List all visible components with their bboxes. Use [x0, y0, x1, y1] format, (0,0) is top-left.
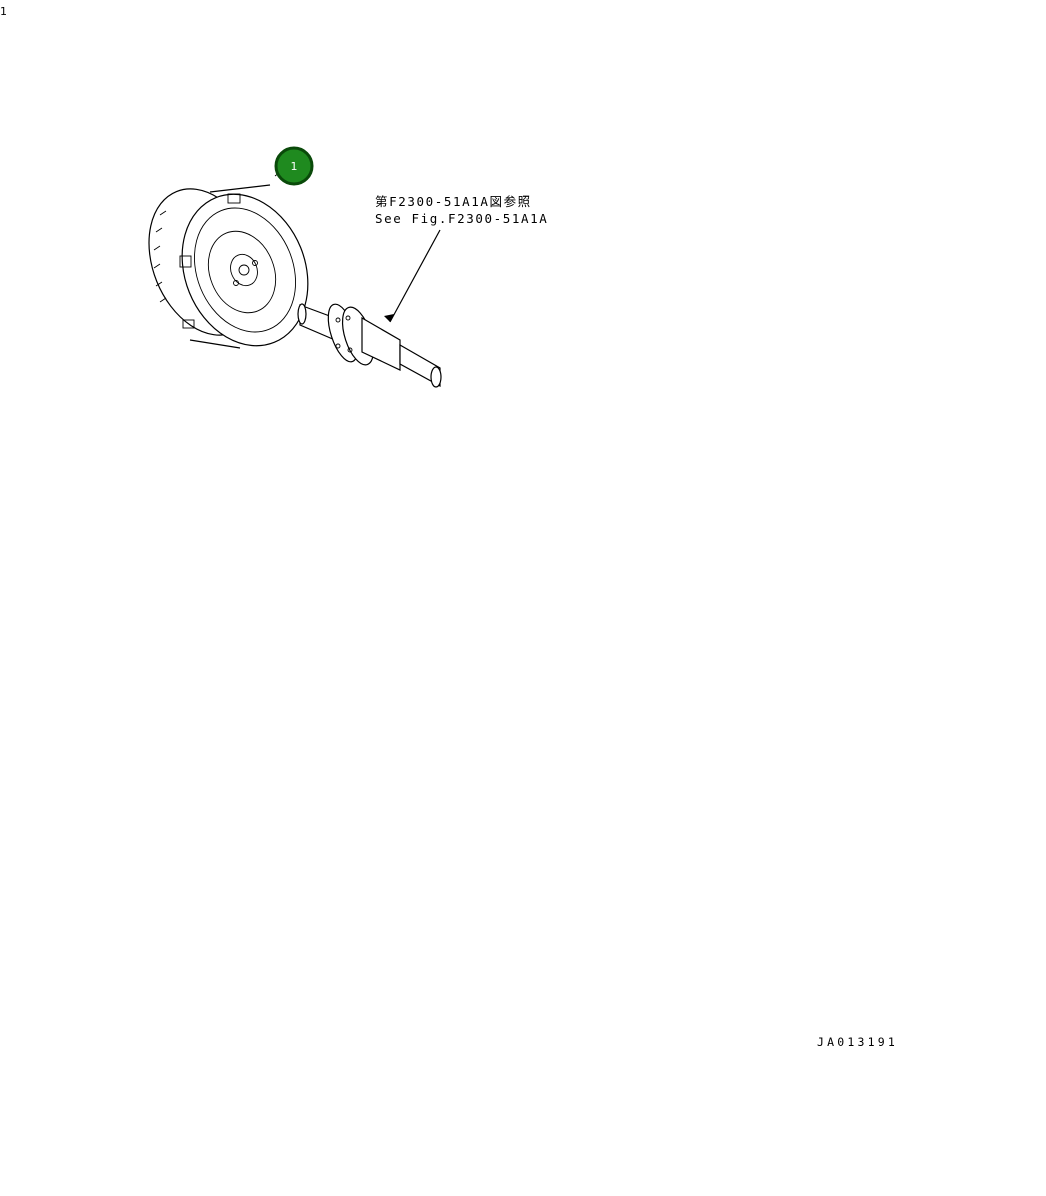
- drawing-id: JA013191: [817, 1035, 898, 1049]
- callout-badge-1-upper[interactable]: 1: [274, 146, 314, 186]
- reference-note: 第F2300-51A1A図参照 See Fig.F2300-51A1A: [375, 193, 548, 227]
- output-shaft[interactable]: [297, 301, 442, 388]
- reference-note-en: See Fig.F2300-51A1A: [375, 211, 549, 226]
- callout-badge-1-center[interactable]: 1: [0, 5, 7, 18]
- reference-note-jp: 第F2300-51A1A図参照: [375, 194, 532, 209]
- clutch-drum-assembly[interactable]: [128, 172, 330, 365]
- svg-text:1: 1: [291, 160, 298, 173]
